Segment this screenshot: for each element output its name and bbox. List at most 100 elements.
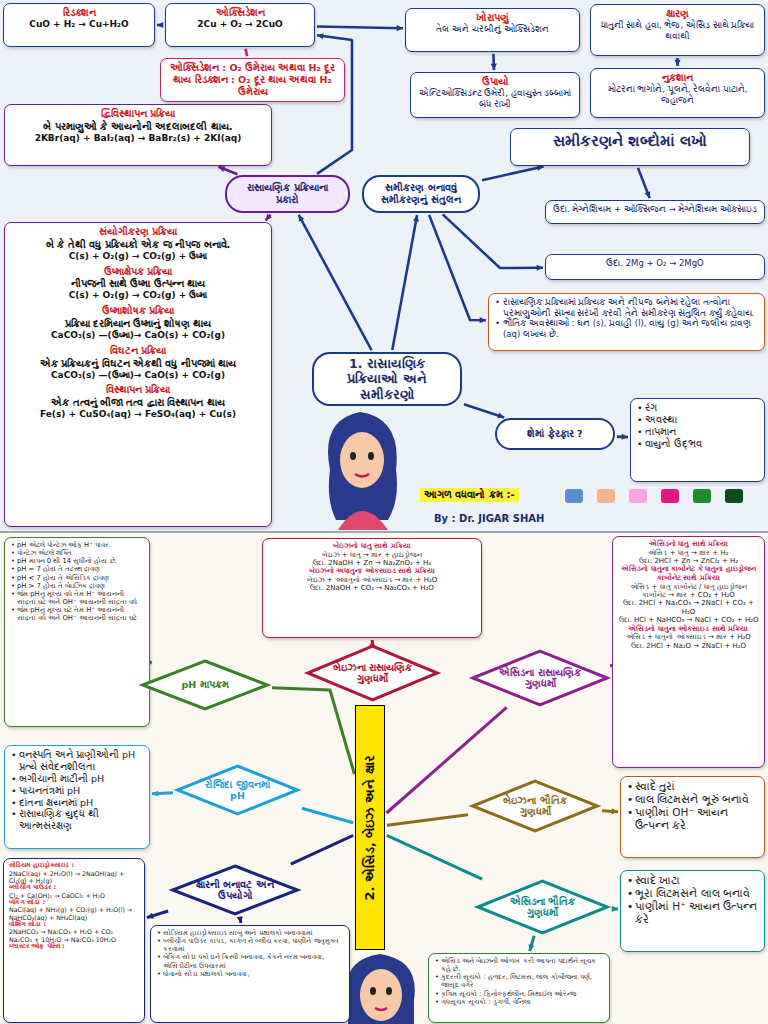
node-text: બેકિંગ સોડા : bbox=[9, 899, 139, 907]
node-text: એસિડનો ધાતુના ઓક્સાઇડ સાથે પ્રક્રિયા bbox=[618, 625, 759, 634]
node-text: બેઇઝના ભૌતિક ગુણધર્મો bbox=[496, 795, 574, 818]
node-text: C(s) + O₂(g) → CO₂(g) + ઉષ્મા bbox=[10, 251, 266, 263]
node-text: pH માપન 0 થી 14 સુધીનો હોય છે. bbox=[10, 557, 144, 565]
node-text: ઉદા. 2HCl + Na₂CO₃ → 2NaCl + CO₂ + H₂O bbox=[618, 599, 759, 616]
node-text: એક પ્રક્રિયકનું વિઘટન એકથી વધુ નીપજમાં થ… bbox=[10, 357, 266, 370]
topic-diamond: ક્ષારની બનાવટ અને ઉપયોગો bbox=[170, 865, 300, 915]
step-swatch bbox=[629, 489, 647, 503]
node-text: રોજિંદા જીવનમાં pH bbox=[201, 779, 274, 802]
node-text: નુકશાન bbox=[596, 72, 759, 84]
arrow-head bbox=[413, 215, 419, 222]
connector bbox=[387, 835, 482, 879]
topic-diamond: બેઇઝના રાસાયણિક ગુણધર્મો bbox=[305, 645, 440, 701]
node-text: Fe(s) + CuSO₄(aq) → FeSO₄(aq) + Cu(s) bbox=[10, 409, 266, 421]
node-text: pH માપક્રમ bbox=[181, 679, 228, 690]
node-text: ક્ષારણ bbox=[596, 8, 759, 20]
diamond-shape bbox=[173, 866, 298, 914]
node-text: ઉષ્માક્ષેપક પ્રક્રિયા bbox=[10, 266, 266, 278]
node-text: Na₂CO₃ + 10H₂O → Na₂CO₃·10H₂O bbox=[9, 936, 139, 943]
arrow-head bbox=[612, 906, 618, 912]
node-text: 2NaHCO₃ → Na₂CO₃ + H₂O + CO₂ bbox=[9, 928, 139, 935]
diamond-shape bbox=[473, 781, 598, 831]
node-text: CaCO₃(s) —(ઉષ્મા)→ CaO(s) + CO₂(g) bbox=[10, 330, 266, 342]
list-box: રંગઅવસ્થાતાપમાનવાયુનો ઉદ્ભવ bbox=[630, 398, 765, 482]
top-ground bbox=[0, 0, 768, 532]
step-swatch bbox=[693, 489, 711, 503]
connector bbox=[429, 215, 486, 320]
node-text: મોટરના ભાગોને, પૂલને, રેલવેના પાટાને, જહ… bbox=[596, 84, 759, 105]
example-box: ઉદા. 2Mg + O₂ → 2MgO bbox=[545, 254, 765, 280]
node-text: pH < 7 હોય તે એસિડિક દ્રાવણ bbox=[10, 574, 144, 582]
node-text: ધાતુની સાથે હવા, ભેજ, એસિડ સાથે પ્રક્રિય… bbox=[596, 20, 759, 41]
node-text: એસિડના રાસાયણિક ગુણધર્મો bbox=[496, 667, 584, 690]
node-text: CuO + H₂ → Cu+H₂O bbox=[9, 19, 149, 31]
diamond-shape bbox=[478, 881, 608, 933]
node-text: 2NaCl(aq) + 2H₂O(l) → 2NaOH(aq) + Cl₂(g)… bbox=[9, 870, 139, 884]
node-text: pH = 7 હોય તે તટસ્થ દ્રાવણ bbox=[10, 565, 144, 573]
node-text: બેઇઝના રાસાયણિક ગુણધર્મો bbox=[331, 662, 414, 685]
diamond-shape bbox=[143, 661, 268, 709]
node-text: વિસ્થાપન પ્રક્રિયા bbox=[10, 384, 266, 396]
node-text: દાંતના ક્ષયનમાં pH bbox=[10, 797, 144, 809]
connector bbox=[317, 35, 352, 174]
node-text: ગંધસૂચક સૂચકો : ડુંગળી, વેનિલા bbox=[434, 998, 604, 1006]
node-text: ઉદા. 2Mg + O₂ → 2MgO bbox=[551, 258, 759, 269]
property-box: સ્વાદે તુરાંલાલ લિટમસને ભૂરું બનાવેપાણીમ… bbox=[620, 776, 765, 858]
arrow-head bbox=[266, 214, 272, 221]
node-text: બેઇઝનો ધાતુ સાથે પ્રક્રિયા bbox=[268, 542, 476, 551]
node-text: લાલ લિટમસને ભૂરું બનાવે bbox=[626, 793, 759, 806]
reaction-type-box: દ્વિવિસ્થાપન પ્રક્રિયાબે પરમાણુઓ કે આયનો… bbox=[4, 104, 272, 166]
node-text: રાસાયણિક યુદ્ધ થી આત્મસંરક્ષણ bbox=[10, 808, 144, 832]
oxidation-box: ઓક્સિડેશન2Cu + O₂ → 2CuO bbox=[165, 3, 315, 47]
reaction-list-box: સંયોગીકરણ પ્રક્રિયાબે કે તેથી વધુ પ્રક્ર… bbox=[4, 222, 272, 527]
connector bbox=[302, 808, 353, 823]
node-text: સમીકરણને શબ્દોમાં લખો bbox=[516, 132, 744, 150]
connector bbox=[218, 167, 237, 175]
rancidity-box: ખોરાપણુંતેલ અને ચરબીનું ઓક્સિડેશન bbox=[405, 8, 580, 52]
node-text: પોન્ટેઝ એટલે શક્તિ bbox=[10, 549, 144, 557]
connector bbox=[246, 49, 248, 56]
node-text: પાણીમાં H⁺ આયન ઉત્પન્ન કરે bbox=[626, 900, 759, 926]
topic-diamond: એસિડના ભૌતિક ગુણધર્મો bbox=[475, 880, 610, 934]
node-text: રિડક્શન bbox=[9, 7, 149, 19]
connector bbox=[392, 215, 417, 350]
node-text: એસિડનો ધાતુ સાથે પ્રક્રિયા bbox=[618, 540, 759, 549]
node-text: કુદરતી સૂચકો : હળદર, લિટમસ, લાલ કોબીજના … bbox=[434, 973, 604, 989]
node-text: એન્ટિઓક્સિડન્ટ ઉમેરી, હવાચુસ્ત ડબ્બામાં … bbox=[416, 88, 574, 109]
remedy-box: ઉપાયોએન્ટિઓક્સિડન્ટ ઉમેરી, હવાચુસ્ત ડબ્બ… bbox=[410, 72, 580, 118]
node-text: એસિડ + ધાતુ → ક્ષાર + H₂ bbox=[618, 549, 759, 557]
node-text: દ્વિવિસ્થાપન પ્રક્રિયા bbox=[10, 108, 266, 120]
node-text: પ્લાસ્ટર ઓફ પેરિસ : bbox=[9, 943, 139, 951]
bottom-ground bbox=[0, 532, 768, 1024]
node-text: સંયોગીકરણ પ્રક્રિયા bbox=[10, 226, 266, 238]
node-text: ઉદા. 2HCl + Na₂O → 2NaCl + H₂O bbox=[618, 642, 759, 650]
node-text: એસિડનો ધાતુના કાર્બોનેટ કે ધાતુના હાઇડ્ર… bbox=[618, 565, 759, 582]
separator bbox=[0, 531, 768, 533]
node-text: ઓક્સિડેશન : O₂ ઉમેરાય અથવા H₂ દૂર થાય રિ… bbox=[166, 62, 339, 98]
topic-diamond: રોજિંદા જીવનમાં pH bbox=[175, 765, 300, 815]
node-text: બગીચાની માટીની pH bbox=[10, 773, 144, 785]
node-text: કૃત્રિમ સૂચકો : ફિનોલ્ફથેલીન, મિથાઈલ ઓરે… bbox=[434, 990, 604, 998]
node-text: ક્ષારની બનાવટ અને ઉપયોગો bbox=[196, 879, 274, 902]
arrow-head bbox=[317, 33, 324, 39]
definition-box: ઓક્સિડેશન : O₂ ઉમેરાય અથવા H₂ દૂર થાય રિ… bbox=[160, 58, 345, 102]
cartoon-woman bbox=[347, 954, 415, 1024]
arrow-head bbox=[537, 265, 543, 271]
corrosion-box: ક્ષારણધાતુની સાથે હવા, ભેજ, એસિડ સાથે પ્… bbox=[590, 4, 765, 56]
node-text: C(s) + O₂(g) → CO₂(g) + ઉષ્મા bbox=[10, 290, 266, 302]
node-text: બે પરમાણુઓ કે આયનોની અદલાબદલી થાય. bbox=[10, 120, 266, 133]
node-text: એક તત્વનું બીજા તત્વ દ્વારા વિસ્થાપન થાય bbox=[10, 396, 266, 409]
diamond-shape bbox=[473, 651, 607, 705]
node-text: pH એટલે પોન્ટેઝ ઓફ H⁺ પાવર bbox=[10, 541, 144, 549]
node-text: Cl₂ + Ca(OH)₂ → CaOCl₂ + H₂O bbox=[9, 892, 139, 899]
node-text: ઉદા. 2HCl + Zn → ZnCl₂ + H₂ bbox=[618, 557, 759, 565]
node-text: સોડિયમ હાઇડ્રોક્સાઇડ : bbox=[9, 862, 139, 870]
node-text: NaCl(aq) + NH₃(g) + CO₂(g) + H₂O(l) → Na… bbox=[9, 906, 139, 920]
connector bbox=[638, 168, 650, 198]
node-text: ઉષ્માશોષક પ્રક્રિયા bbox=[10, 305, 266, 317]
node-text: ઉદા. HCl + NaHCO₃ → NaCl + CO₂ + H₂O bbox=[618, 616, 759, 624]
node-text: pH > 7 હોય તે બેઇઝિક દ્રાવણ bbox=[10, 582, 144, 590]
step-swatch bbox=[725, 489, 743, 503]
node-text: રંગ bbox=[636, 402, 759, 414]
node-text: સ્વાદે ખાટા bbox=[626, 874, 759, 887]
